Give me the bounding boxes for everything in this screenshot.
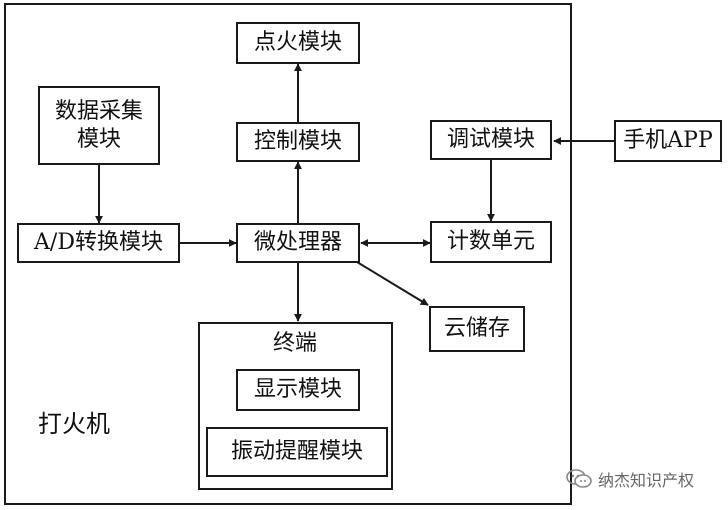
- node-control: 控制模块: [236, 122, 360, 162]
- node-ad-converter: A/D转换模块: [17, 223, 180, 263]
- node-display: 显示模块: [236, 369, 360, 411]
- terminal-frame: [198, 322, 393, 490]
- node-counter: 计数单元: [430, 221, 552, 263]
- node-ignition: 点火模块: [236, 22, 360, 64]
- terminal-label: 终端: [273, 331, 318, 356]
- node-microprocessor: 微处理器: [236, 223, 360, 263]
- node-phone-app: 手机APP: [614, 120, 722, 162]
- wechat-icon: [566, 469, 592, 488]
- lighter-boundary: [4, 3, 572, 505]
- node-debug: 调试模块: [430, 120, 552, 160]
- watermark-text: 纳杰知识产权: [598, 471, 695, 490]
- node-data-acquisition: 数据采集 模块: [38, 86, 160, 165]
- lighter-label: 打火机: [38, 410, 110, 438]
- node-cloud-storage: 云储存: [429, 306, 525, 352]
- watermark: 纳杰知识产权: [566, 464, 694, 494]
- arrow-mcu-to-cloud: [356, 261, 429, 306]
- node-vibration-alert: 振动提醒模块: [206, 427, 388, 477]
